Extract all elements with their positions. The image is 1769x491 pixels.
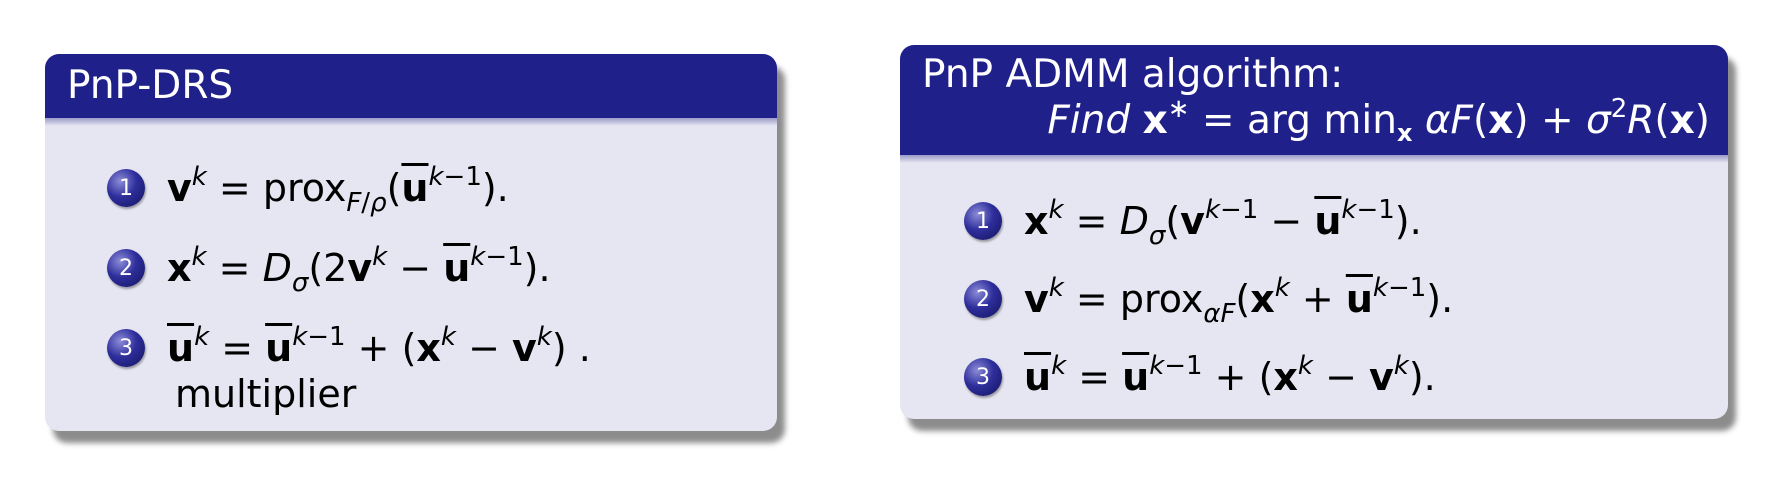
pnp-drs-block: PnP-DRS 1 vk = proxF/ρ(uk−1). 2 xk = Dσ(… (45, 54, 777, 431)
pnp-admm-block: PnP ADMM algorithm: Find x∗ = arg minx α… (900, 45, 1728, 419)
step-number-badge: 2 (107, 249, 145, 287)
admm-formula-1: xk = Dσ(vk−1 − uk−1). (1024, 195, 1422, 251)
drs-step-1: 1 vk = proxF/ρ(uk−1). (107, 162, 777, 218)
step-number-badge: 3 (964, 358, 1002, 396)
step-number-badge: 3 (107, 329, 145, 367)
drs-step-2: 2 xk = Dσ(2vk − uk−1). (107, 242, 777, 298)
pnp-admm-header: PnP ADMM algorithm: Find x∗ = arg minx α… (900, 45, 1728, 163)
drs-formula-1: vk = proxF/ρ(uk−1). (167, 162, 509, 218)
pnp-drs-header: PnP-DRS (45, 54, 777, 126)
admm-step-1: 1 xk = Dσ(vk−1 − uk−1). (964, 195, 1728, 251)
step-number-badge: 2 (964, 280, 1002, 318)
admm-formula-3: uk = uk−1 + (xk − vk). (1024, 351, 1436, 399)
step-number-badge: 1 (964, 202, 1002, 240)
find-word: Find (1047, 98, 1131, 143)
multiplier-text: multiplier (175, 372, 357, 416)
pnp-drs-title: PnP-DRS (67, 63, 234, 108)
drs-step-3: 3 uk = uk−1 + (xk − vk) . (107, 322, 777, 370)
admm-step-2: 2 vk = proxαF(xk + uk−1). (964, 273, 1728, 329)
step-number-badge: 1 (107, 169, 145, 207)
admm-formula-2: vk = proxαF(xk + uk−1). (1024, 273, 1454, 329)
admm-step-3: 3 uk = uk−1 + (xk − vk). (964, 351, 1728, 399)
pnp-admm-title: PnP ADMM algorithm: (922, 52, 1344, 97)
drs-formula-2: xk = Dσ(2vk − uk−1). (167, 242, 551, 298)
drs-formula-3: uk = uk−1 + (xk − vk) . (167, 322, 591, 370)
pnp-admm-objective: Find x∗ = arg minx αF(x) + σ2R(x) (1047, 94, 1710, 147)
